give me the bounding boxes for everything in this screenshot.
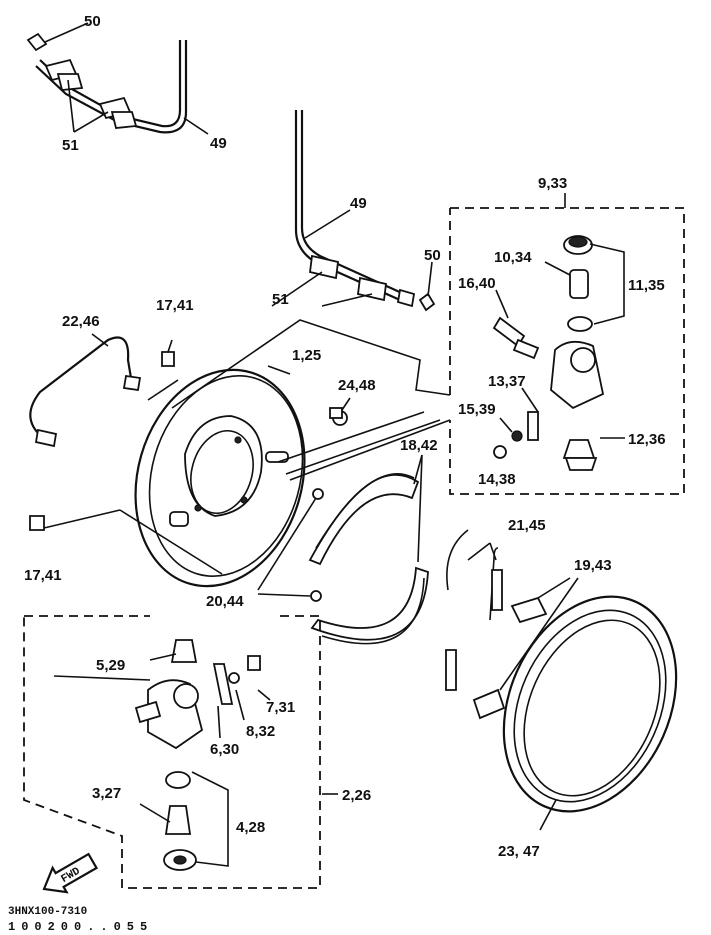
label-22-46: 22,46 [62,313,100,330]
label-6-30: 6,30 [210,741,239,758]
springs [445,529,503,691]
label-13-37: 13,37 [488,373,526,390]
label-16-40: 16,40 [458,275,496,292]
brake-pipe-mid [271,110,436,312]
label-7-31: 7,31 [266,699,295,716]
label-17-41-top: 17,41 [156,297,194,314]
label-5-29: 5,29 [96,657,125,674]
brake-drum [502,595,678,831]
label-50-top: 50 [84,13,101,30]
assembly-outline-upper [171,319,451,409]
label-11-35: 11,35 [628,277,665,294]
scan-footer-text: 100200..055 [8,920,153,934]
wheel-cylinder-kit-left [23,615,338,889]
label-4-28: 4,28 [236,819,265,836]
wheel-cylinder-kit-right [449,193,685,495]
brake-shoes [257,454,429,645]
label-49-top: 49 [210,135,227,152]
label-19-43: 19,43 [574,557,612,574]
label-51-mid: 51 [272,291,289,308]
label-51-top: 51 [62,137,79,154]
label-50-mid: 50 [424,247,441,264]
label-17-41-bottom: 17,41 [24,567,62,584]
label-9-33: 9,33 [538,175,567,192]
drawing-code: 3HNX100-7310 [8,906,87,918]
label-20-44: 20,44 [206,593,244,610]
label-8-32: 8,32 [246,723,275,740]
assembly-outline-lower [289,419,451,481]
label-10-34: 10,34 [494,249,532,266]
brake-pipe-top [26,22,209,135]
label-24-48: 24,48 [338,377,376,394]
label-2-26: 2,26 [342,787,371,804]
label-49-mid: 49 [350,195,367,212]
bolts [29,339,351,575]
fwd-arrow-badge: FWD [42,852,99,894]
brake-hose [29,333,142,448]
label-3-27: 3,27 [92,785,121,802]
label-12-36: 12,36 [628,431,666,448]
label-14-38: 14,38 [478,471,516,488]
label-23-47: 23, 47 [498,843,540,860]
adjuster-parts [472,577,579,720]
label-15-39: 15,39 [458,401,496,418]
label-21-45: 21,45 [508,517,546,534]
label-18-42: 18,42 [400,437,438,454]
backing-plate [134,365,441,588]
label-1-25: 1,25 [292,347,321,364]
